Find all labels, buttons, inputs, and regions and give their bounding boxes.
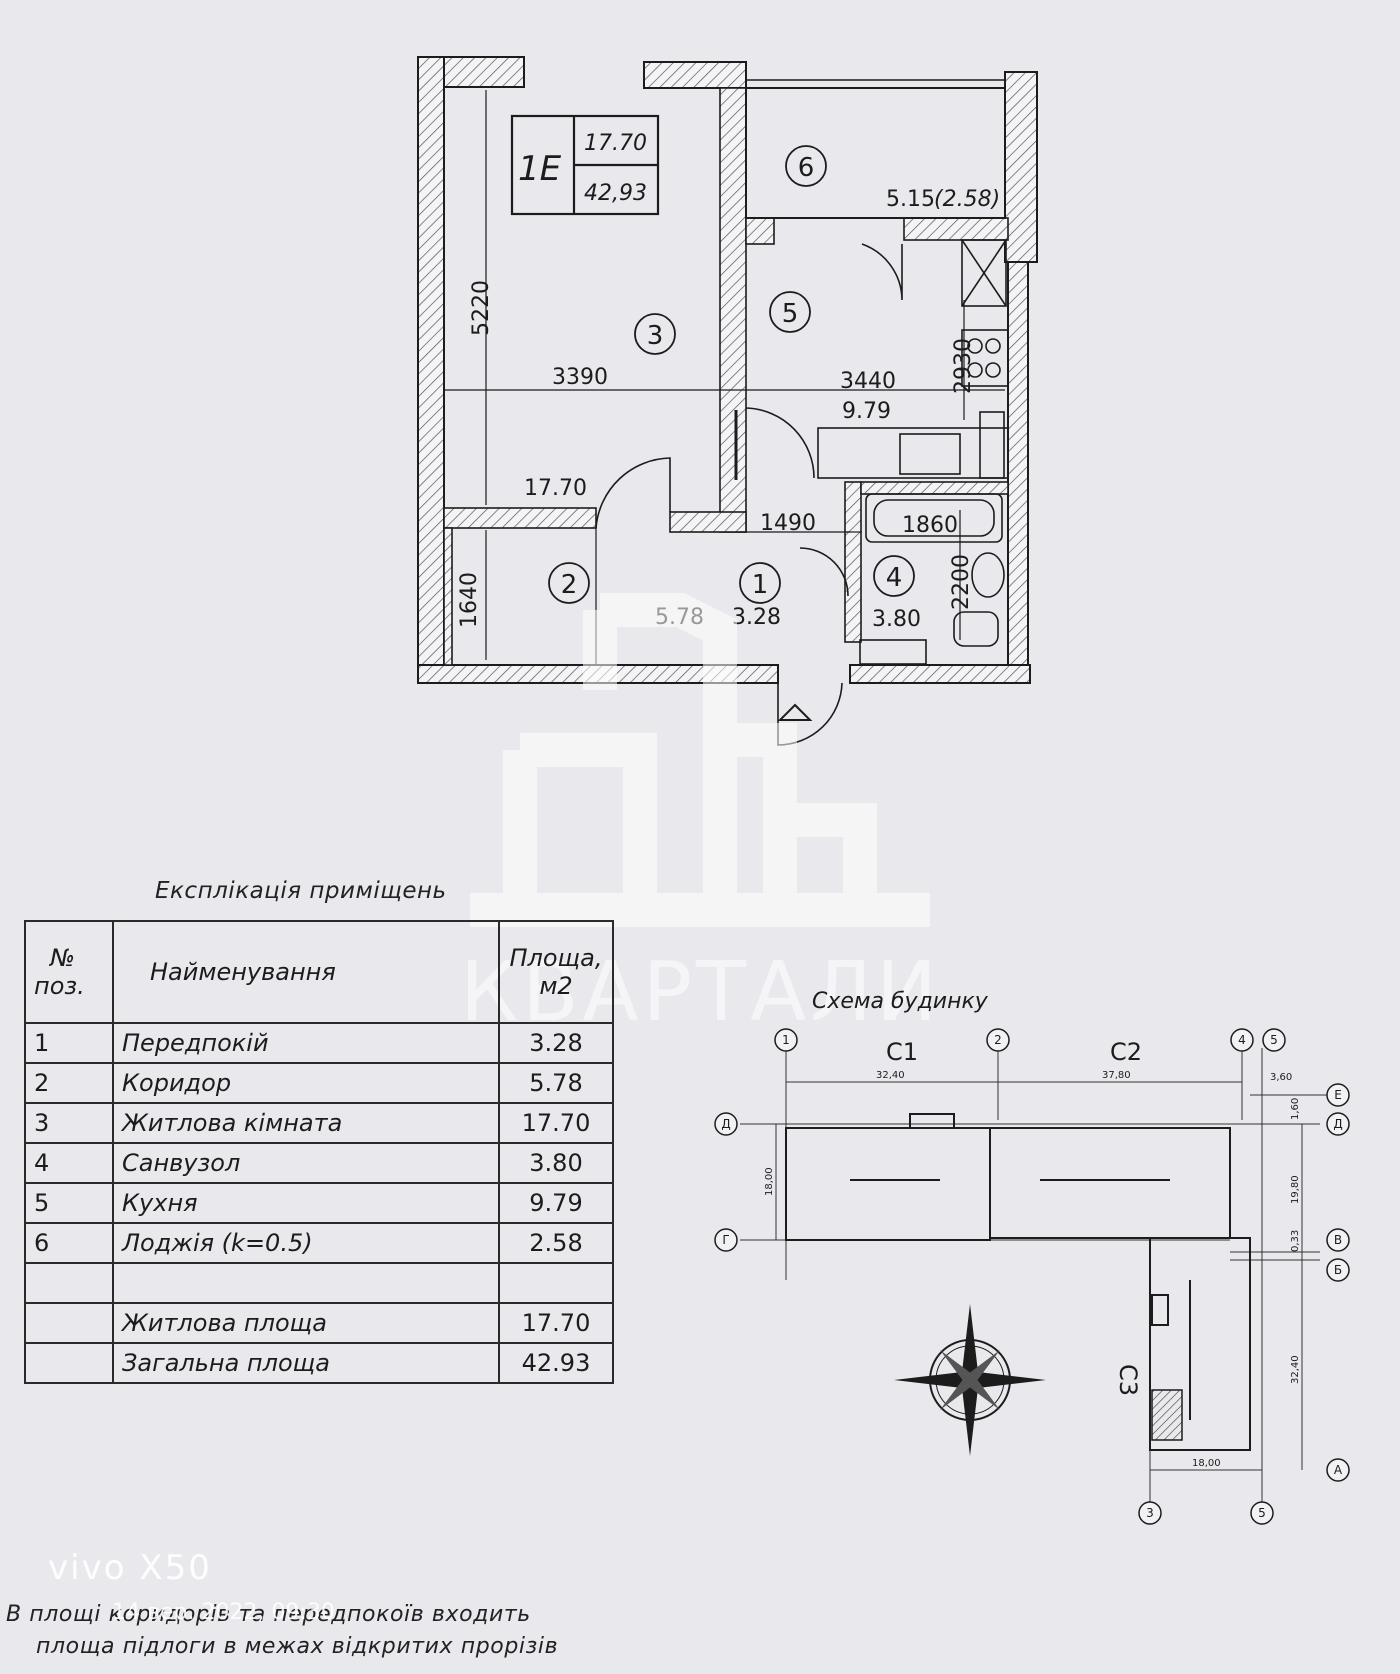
axis-bottom-2: 5 bbox=[1258, 1506, 1266, 1520]
axis-left-1: Д bbox=[721, 1117, 730, 1131]
scheme-dim-top1: 32,40 bbox=[876, 1070, 905, 1081]
entrance-marker bbox=[777, 703, 813, 721]
door-swings bbox=[595, 243, 903, 746]
explication-table: № поз. Найменування Площа, м2 1 Передпок… bbox=[24, 920, 614, 1384]
dim-1640: 1640 bbox=[457, 572, 482, 628]
apartment-code: 1E bbox=[518, 149, 562, 189]
room-number-1: 1 bbox=[752, 570, 769, 600]
axis-right-4: Б bbox=[1334, 1263, 1342, 1277]
axis-top-1: 1 bbox=[782, 1033, 790, 1047]
table-row-empty bbox=[24, 1262, 614, 1304]
scheme-highlight-apartment bbox=[1151, 1389, 1183, 1441]
scheme-dim-left: 18,00 bbox=[764, 1167, 775, 1196]
table-row: 1 Передпокій 3.28 bbox=[24, 1022, 614, 1064]
header-no: № поз. bbox=[24, 920, 114, 1024]
scheme-dim-top2: 37,80 bbox=[1102, 1070, 1131, 1081]
dim-3390: 3390 bbox=[552, 365, 608, 390]
table-row: 2 Коридор 5.78 bbox=[24, 1062, 614, 1104]
axis-right-5: А bbox=[1334, 1463, 1343, 1477]
section-c2: С2 bbox=[1110, 1038, 1142, 1066]
scheme-dim-r4: 32,40 bbox=[1290, 1355, 1301, 1384]
room-number-4: 4 bbox=[886, 563, 903, 593]
apartment-living-area: 17.70 bbox=[584, 131, 647, 156]
axis-left-2: Г bbox=[722, 1233, 729, 1247]
table-row: 5 Кухня 9.79 bbox=[24, 1182, 614, 1224]
compass-rose-icon bbox=[894, 1304, 1046, 1456]
dim-2930: 2930 bbox=[951, 338, 976, 394]
apartment-total-area: 42,93 bbox=[584, 181, 647, 206]
bathroom-fixtures bbox=[859, 493, 1005, 665]
explication-title: Експлікація приміщень bbox=[155, 878, 447, 904]
dim-2200: 2200 bbox=[949, 554, 974, 610]
room-number-5: 5 bbox=[782, 299, 799, 329]
table-header-row: № поз. Найменування Площа, м2 bbox=[24, 920, 614, 1024]
axis-top-2: 2 bbox=[994, 1033, 1002, 1047]
table-row: 6 Лоджія (k=0.5) 2.58 bbox=[24, 1222, 614, 1264]
section-c3: С3 bbox=[1114, 1364, 1142, 1396]
axis-right-1: Е bbox=[1334, 1088, 1342, 1102]
camera-watermark-model: vivo X50 bbox=[48, 1548, 212, 1588]
loggia-outline bbox=[745, 87, 1006, 219]
building-scheme: Схема будинку bbox=[714, 989, 1350, 1525]
axis-top-3: 4 bbox=[1238, 1033, 1246, 1047]
footnote-line-2: площа підлоги в межах відкритих прорізів bbox=[36, 1634, 559, 1659]
watermark-logo bbox=[470, 593, 930, 927]
header-name: Найменування bbox=[112, 920, 500, 1024]
scheme-dim-bottom: 18,00 bbox=[1192, 1458, 1221, 1469]
scheme-dim-top3: 3,60 bbox=[1270, 1072, 1292, 1083]
room-number-2: 2 bbox=[561, 570, 578, 600]
dim-1490: 1490 bbox=[760, 511, 816, 536]
scheme-dim-r3: 0,33 bbox=[1290, 1230, 1301, 1252]
section-c1: С1 bbox=[886, 1038, 918, 1066]
scheme-title: Схема будинку bbox=[812, 989, 989, 1014]
axis-right-3: В bbox=[1334, 1233, 1342, 1247]
room-area-1: 3.28 bbox=[732, 605, 781, 630]
camera-watermark-date: 14 вер. 2022, 09:30 bbox=[112, 1600, 335, 1625]
scheme-dim-r2: 19,80 bbox=[1290, 1175, 1301, 1204]
room-area-5: 9.79 bbox=[842, 399, 891, 424]
dim-3440: 3440 bbox=[840, 369, 896, 394]
room-area-6-adjusted: (2.58) bbox=[934, 187, 1000, 212]
interior-walls bbox=[443, 87, 1009, 666]
table-row: 3 Житлова кімната 17.70 bbox=[24, 1102, 614, 1144]
axis-top-4: 5 bbox=[1270, 1033, 1278, 1047]
room-circles bbox=[548, 145, 915, 604]
room-area-4: 3.80 bbox=[872, 607, 921, 632]
kitchen-fixtures bbox=[817, 239, 1009, 479]
footnote-line-1: В площі коридорів та передпокоїв входить bbox=[6, 1602, 531, 1627]
table-row-total-area: Загальна площа 42.93 bbox=[24, 1342, 614, 1384]
room-area-6: 5.15 bbox=[886, 187, 935, 212]
axis-bottom-1: 3 bbox=[1146, 1506, 1154, 1520]
axis-right-2: Д bbox=[1333, 1117, 1342, 1131]
header-area: Площа, м2 bbox=[498, 920, 614, 1024]
apartment-code-box bbox=[510, 114, 660, 216]
dim-1860: 1860 bbox=[902, 513, 958, 538]
scheme-dim-r1: 1,60 bbox=[1290, 1098, 1301, 1120]
table-row: 4 Санвузол 3.80 bbox=[24, 1142, 614, 1184]
dim-5220: 5220 bbox=[469, 280, 494, 336]
dimension-lines bbox=[444, 90, 1005, 665]
room-number-6: 6 bbox=[798, 153, 815, 183]
room-area-3: 17.70 bbox=[524, 476, 587, 501]
table-row-living-area: Житлова площа 17.70 bbox=[24, 1302, 614, 1344]
room-number-3: 3 bbox=[647, 321, 664, 351]
